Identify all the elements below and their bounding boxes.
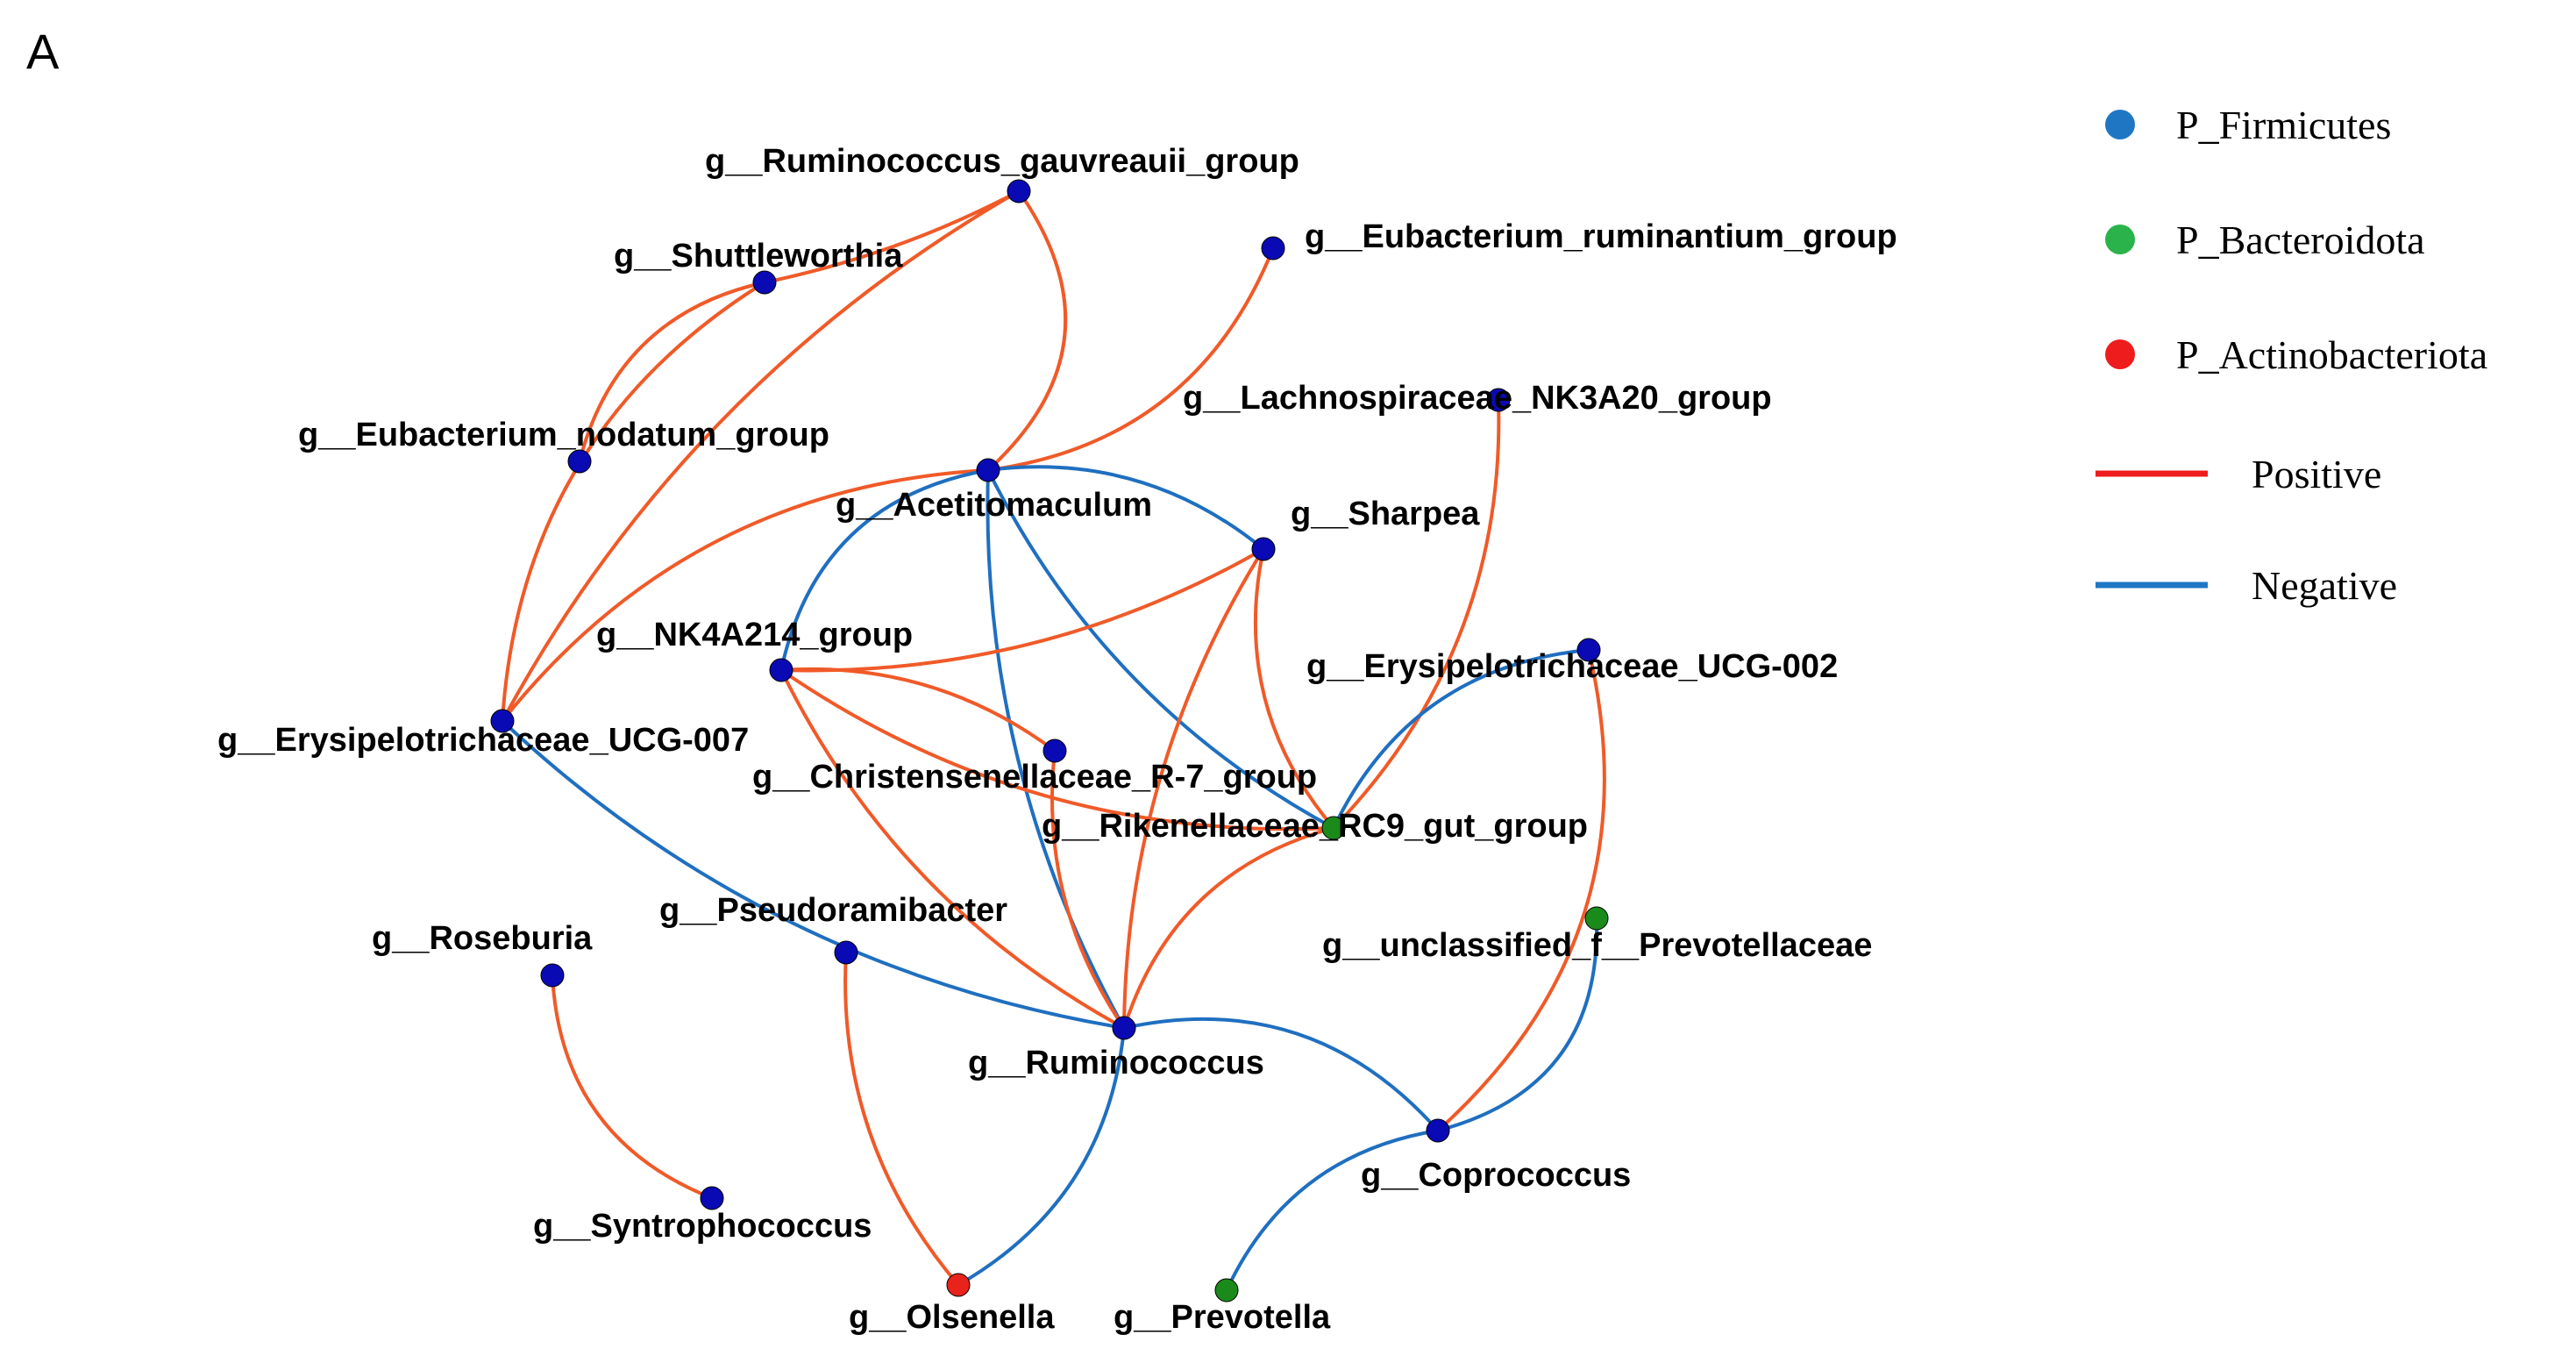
node-syntrophococcus	[700, 1186, 724, 1210]
edge-erysipelotrichaceae_ucg002-rikenellaceae	[1332, 648, 1590, 829]
edge-rikenellaceae-ruminococcus	[1122, 826, 1334, 1029]
edge-erysipelotrichaceae_ucg002-coprococcus	[1436, 649, 1606, 1132]
node-label-christensenellaceae: g__Christensenellaceae_R-7_group	[752, 759, 1317, 796]
node-ruminococcus_gauvreauii	[1007, 179, 1031, 203]
node-lachnospiraceae_nk3a20	[1486, 388, 1511, 412]
node-label-ruminococcus_gauvreauii: g__Ruminococcus_gauvreauii_group	[705, 143, 1299, 180]
edge-ruminococcus_gauvreauii-acetitomaculum	[986, 189, 1068, 472]
edge-ruminococcus_gauvreauii-shuttleworthia	[764, 189, 1020, 284]
node-coprococcus	[1426, 1118, 1450, 1143]
node-label-nk4a214: g__NK4A214_group	[596, 617, 913, 653]
node-label-rikenellaceae: g__Rikenellaceae_RC9_gut_group	[1042, 808, 1588, 845]
node-roseburia	[540, 963, 565, 988]
node-shuttleworthia	[752, 270, 777, 295]
edge-acetitomaculum-erysipelotrichaceae_ucg007	[501, 468, 989, 723]
node-label-coprococcus: g__Coprococcus	[1361, 1157, 1631, 1194]
labels-layer: g__Ruminococcus_gauvreauii_group g__Shutt…	[217, 143, 1897, 1336]
edge-ruminococcus-coprococcus	[1123, 1017, 1440, 1132]
node-label-roseburia: g__Roseburia	[372, 920, 593, 957]
edge-shuttleworthia-eubacterium_nodatum	[578, 281, 765, 462]
legend-firmicutes-label: P_Firmicutes	[2176, 103, 2391, 147]
node-ruminococcus	[1112, 1016, 1136, 1040]
edge-acetitomaculum-nk4a214	[779, 468, 989, 671]
edge-acetitomaculum-rikenellaceae	[986, 469, 1334, 830]
edges-layer	[501, 189, 1606, 1291]
node-label-lachnospiraceae_nk3a20: g__Lachnospiraceae_NK3A20_group	[1183, 380, 1772, 417]
legend-actinobacteriota-marker	[2105, 339, 2135, 369]
edge-nk4a214-rikenellaceae	[779, 668, 1334, 831]
node-sharpea	[1251, 537, 1276, 561]
edge-pseudoramibacter-olsenella	[843, 952, 960, 1287]
legend-positive-label: Positive	[2252, 452, 2381, 496]
legend-actinobacteriota-label: P_Actinobacteriota	[2176, 332, 2487, 377]
node-label-acetitomaculum: g__Acetitomaculum	[836, 487, 1152, 524]
edge-sharpea-rikenellaceae	[1253, 548, 1335, 830]
node-christensenellaceae	[1042, 739, 1067, 763]
legend: P_Firmicutes P_Bacteroidota P_Actinobact…	[2096, 103, 2487, 608]
node-label-shuttleworthia: g__Shuttleworthia	[614, 238, 903, 275]
edge-unclassified_prevotellaceae-coprococcus	[1437, 917, 1599, 1132]
legend-bacteroidota-label: P_Bacteroidota	[2176, 218, 2425, 262]
node-nk4a214	[769, 658, 793, 682]
node-eubacterium_nodatum	[567, 449, 592, 474]
node-label-ruminococcus: g__Ruminococcus	[968, 1045, 1264, 1081]
node-label-pseudoramibacter: g__Pseudoramibacter	[659, 892, 1007, 929]
node-label-eubacterium_nodatum: g__Eubacterium_nodatum_group	[298, 417, 829, 453]
node-prevotella	[1214, 1278, 1239, 1302]
node-pseudoramibacter	[834, 940, 858, 965]
edge-nk4a214-christensenellaceae	[780, 667, 1057, 753]
edge-christensenellaceae-ruminococcus	[1050, 750, 1126, 1030]
node-label-prevotella: g__Prevotella	[1114, 1299, 1331, 1336]
node-olsenella	[946, 1273, 971, 1297]
edge-roseburia-syntrophococcus	[551, 974, 713, 1200]
panel-label: A	[26, 24, 60, 79]
edge-ruminococcus_gauvreauii-erysipelotrichaceae_ucg007	[501, 189, 1020, 722]
nodes-layer	[490, 179, 1609, 1302]
edge-ruminococcus-olsenella	[957, 1027, 1126, 1287]
node-label-eubacterium_ruminantium: g__Eubacterium_ruminantium_group	[1305, 218, 1897, 255]
node-erysipelotrichaceae_ucg002	[1576, 638, 1601, 662]
node-label-erysipelotrichaceae_ucg007: g__Erysipelotrichaceae_UCG-007	[217, 722, 749, 759]
edge-coprococcus-prevotella	[1225, 1129, 1439, 1291]
node-unclassified_prevotellaceae	[1584, 906, 1609, 931]
node-eubacterium_ruminantium	[1261, 236, 1285, 260]
node-label-syntrophococcus: g__Syntrophococcus	[533, 1208, 872, 1245]
node-acetitomaculum	[976, 458, 1000, 482]
edge-nk4a214-ruminococcus	[779, 669, 1125, 1030]
node-erysipelotrichaceae_ucg007	[490, 709, 515, 733]
node-label-olsenella: g__Olsenella	[849, 1299, 1055, 1336]
edge-lachnospiraceae_nk3a20-rikenellaceae	[1332, 399, 1501, 830]
edge-erysipelotrichaceae_ucg007-ruminococcus	[501, 719, 1125, 1030]
edge-sharpea-ruminococcus	[1122, 547, 1265, 1029]
legend-firmicutes-marker	[2105, 110, 2135, 139]
edge-acetitomaculum-ruminococcus	[986, 469, 1126, 1029]
node-label-sharpea: g__Sharpea	[1291, 496, 1480, 532]
legend-bacteroidota-marker	[2105, 225, 2135, 254]
node-label-unclassified_prevotellaceae: g__unclassified_f__Prevotellaceae	[1322, 927, 1872, 964]
edge-eubacterium_ruminantium-acetitomaculum	[987, 247, 1275, 472]
node-label-erysipelotrichaceae_ucg002: g__Erysipelotrichaceae_UCG-002	[1306, 648, 1838, 685]
node-rikenellaceae	[1321, 816, 1346, 840]
legend-negative-label: Negative	[2252, 563, 2397, 608]
edge-acetitomaculum-sharpea	[987, 465, 1265, 551]
